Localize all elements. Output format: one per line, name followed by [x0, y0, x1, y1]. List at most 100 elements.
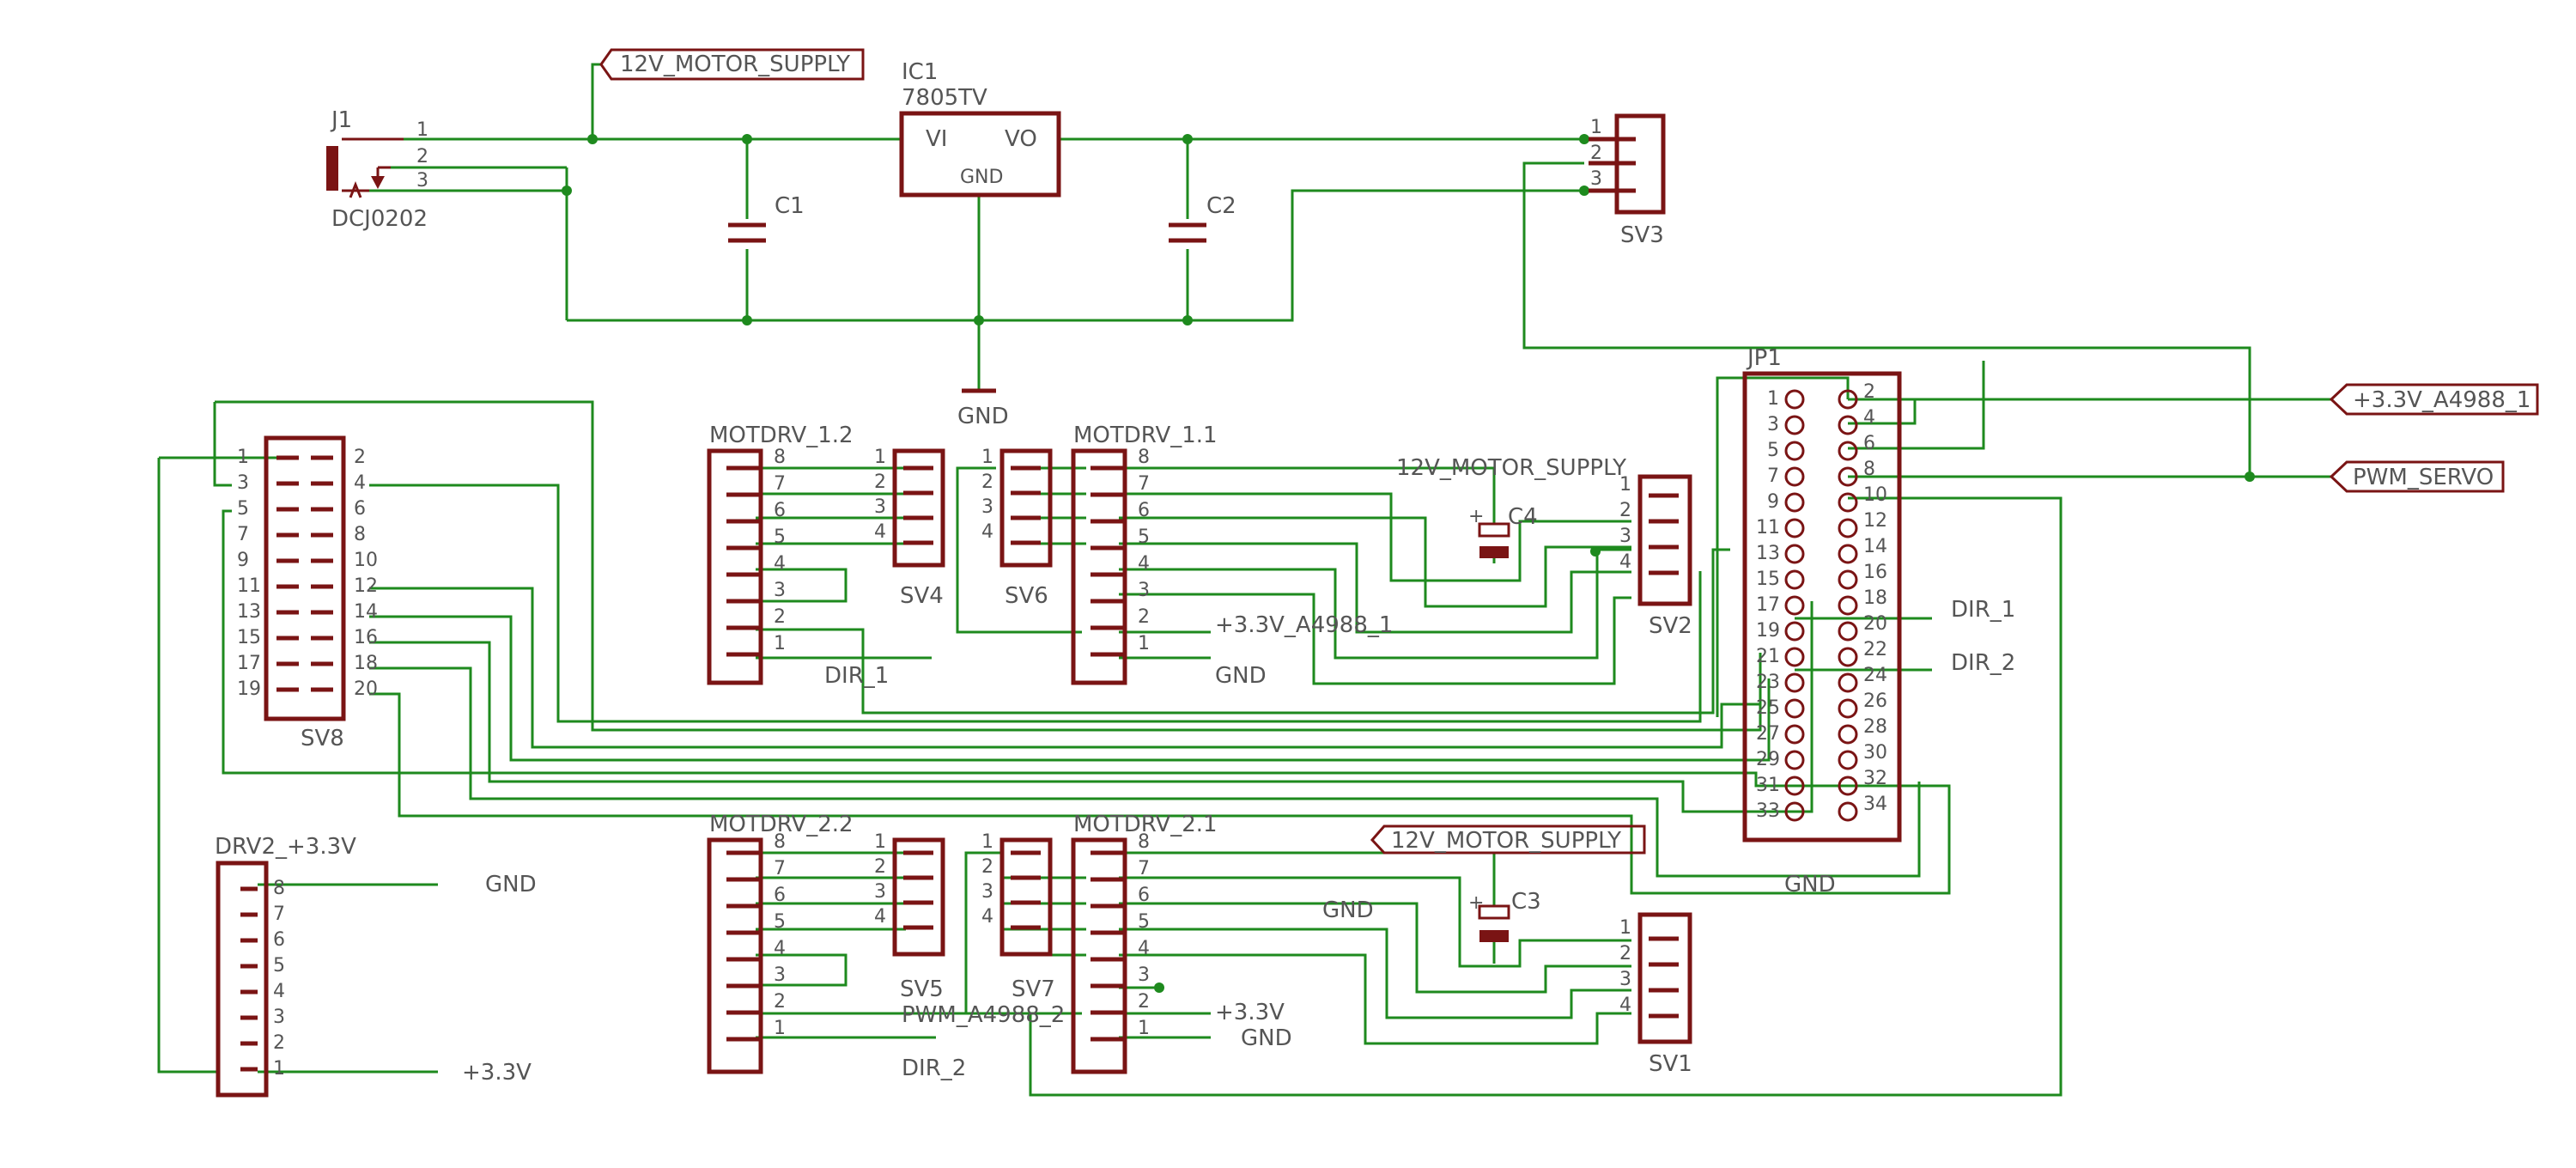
- jp1-pin-18-label: 18: [1863, 587, 1887, 609]
- drv2-gnd: GND: [485, 872, 537, 897]
- sv8-pin-12-label: 12: [354, 575, 378, 597]
- jp1-pin-1: [1784, 389, 1805, 410]
- sv5-pin-4-label: 4: [874, 906, 886, 928]
- sv6-pin-4-label: 4: [981, 521, 993, 543]
- motdrv-2-2-pin-5-label: 5: [774, 911, 786, 933]
- sv8-label: SV8: [301, 726, 344, 751]
- jp1-pin-25: [1784, 698, 1805, 719]
- capacitor-c1: C1: [728, 193, 805, 243]
- drv2-pin-6-label: 6: [273, 929, 285, 951]
- c2-label: C2: [1206, 193, 1236, 219]
- jp1-pin-24-label: 24: [1863, 665, 1887, 686]
- header-sv3: 1 2 3 SV3: [1589, 113, 1666, 248]
- pwm-a4988-2: PWM_A4988_2: [902, 1002, 1065, 1028]
- drv2-33v: +3.3V: [462, 1060, 532, 1086]
- jp1-pin-27-label: 27: [1756, 723, 1780, 745]
- motdrv-1-1-pin-2-label: 2: [1138, 606, 1150, 628]
- jp1-pin-9: [1784, 492, 1805, 513]
- jp1-pin-3-label: 3: [1767, 414, 1779, 435]
- motdrv-2-1-pin-7-label: 7: [1138, 858, 1150, 879]
- ic1-vo: VO: [1005, 126, 1037, 152]
- jp1-pin-8: [1838, 466, 1858, 487]
- motdrv-1-1-pin-1-label: 1: [1138, 633, 1150, 654]
- sv1-pin-1-label: 1: [1619, 917, 1631, 939]
- jp1-pin-21: [1784, 647, 1805, 667]
- jp1-pin-28-label: 28: [1863, 716, 1887, 738]
- jp1-pin-29-label: 29: [1756, 749, 1780, 770]
- drv2-pin-1-label: 1: [273, 1058, 285, 1080]
- jp1-pin-10-label: 10: [1863, 484, 1887, 506]
- jp1-pin-17: [1784, 595, 1805, 616]
- jp1-pin-14: [1838, 544, 1858, 564]
- motdrv-1-2-label: MOTDRV_1.2: [709, 423, 854, 448]
- jp1-pin-20: [1838, 621, 1858, 642]
- sv8-pin-18-label: 18: [354, 653, 378, 674]
- jp1-pin-23-label: 23: [1756, 672, 1780, 693]
- jp1-pin-23: [1784, 672, 1805, 693]
- sv8-pin-5-label: 5: [237, 498, 249, 520]
- header-sv1: SV1: [1637, 912, 1692, 1077]
- sv2-pin-1-label: 1: [1619, 474, 1631, 496]
- v33-m21: +3.3V: [1215, 1000, 1285, 1025]
- sv8-pin-10-label: 10: [354, 550, 378, 571]
- sv4-pin-4-label: 4: [874, 521, 886, 543]
- sv8-pin-3-label: 3: [237, 472, 249, 494]
- sv7-pin-1-label: 1: [981, 831, 993, 853]
- j1-pin-1: 1: [416, 119, 428, 141]
- motdrv-2-2-pin-3-label: 3: [774, 964, 786, 986]
- sv8-pin-11-label: 11: [237, 575, 261, 597]
- sv1-pin-3-label: 3: [1619, 969, 1631, 990]
- motdrv-2-1-pin-2-label: 2: [1138, 991, 1150, 1013]
- sv1-label: SV1: [1649, 1051, 1692, 1077]
- motdrv-2-2-pin-8-label: 8: [774, 831, 786, 853]
- jp1-pin-2-label: 2: [1863, 381, 1875, 403]
- motdrv-1-1-pin-6-label: 6: [1138, 500, 1150, 521]
- header-motdrv-2-1: MOTDRV_2.1 GND +3.3V GND: [1071, 812, 1374, 1074]
- drv2-pin-7-label: 7: [273, 903, 285, 925]
- j1-dc-jack: J1 DCJ0202 1 2 3: [326, 107, 428, 232]
- header-sv4: SV4: [892, 448, 945, 609]
- v33-a4988-1-m11: +3.3V_A4988_1: [1215, 612, 1393, 638]
- c4-label: C4: [1508, 504, 1538, 530]
- motdrv-1-2-pin-1-label: 1: [774, 633, 786, 654]
- jp1-pin-14-label: 14: [1863, 536, 1887, 557]
- jp1-pin-22: [1838, 647, 1858, 667]
- motdrv-2-1-label: MOTDRV_2.1: [1073, 812, 1218, 837]
- drv2-pin-8-label: 8: [273, 878, 285, 899]
- gnd-m11: GND: [1215, 663, 1267, 689]
- sv7-pin-4-label: 4: [981, 906, 993, 928]
- jp1-pin-15: [1784, 569, 1805, 590]
- jp1-pin-19-label: 19: [1756, 620, 1780, 642]
- jp1-pin-3: [1784, 415, 1805, 435]
- sv4-pin-2-label: 2: [874, 471, 886, 493]
- jp1-pin-31: [1784, 776, 1805, 796]
- j1-pin-2: 2: [416, 146, 428, 167]
- ic1-gnd: GND: [960, 167, 1003, 188]
- motdrv-2-1-pin-3-label: 3: [1138, 964, 1150, 986]
- header-drv2: DRV2_+3.3V GND +3.3V: [215, 834, 537, 1098]
- connector-pins: 8765432187654321876543218765432112341234…: [237, 381, 1887, 1080]
- sv8-pin-13-label: 13: [237, 601, 261, 623]
- junction-dots: [562, 134, 2255, 993]
- jp1-gnd: GND: [1784, 872, 1836, 897]
- jp1-pin-26: [1838, 698, 1858, 719]
- sv4-pin-1-label: 1: [874, 447, 886, 468]
- jp1-pin-11: [1784, 518, 1805, 538]
- sv7-pin-3-label: 3: [981, 881, 993, 903]
- c3-label: C3: [1511, 889, 1541, 915]
- dir1-jp: DIR_1: [1951, 597, 2015, 623]
- sv5-pin-3-label: 3: [874, 881, 886, 903]
- header-sv8: SV8: [264, 435, 346, 751]
- sv6-pin-2-label: 2: [981, 471, 993, 493]
- jp1-pin-32: [1838, 776, 1858, 796]
- jp1-pin-11-label: 11: [1756, 517, 1780, 538]
- motdrv-1-2-pin-3-label: 3: [774, 580, 786, 601]
- motdrv-1-2-pin-2-label: 2: [774, 606, 786, 628]
- sv4-pin-3-label: 3: [874, 496, 886, 518]
- jp1-pin-28: [1838, 724, 1858, 745]
- jp1-pin-2: [1838, 389, 1858, 410]
- motdrv-2-1-pin-6-label: 6: [1138, 885, 1150, 906]
- dir1-m12: DIR_1: [824, 663, 889, 689]
- jp1-pin-4: [1838, 415, 1858, 435]
